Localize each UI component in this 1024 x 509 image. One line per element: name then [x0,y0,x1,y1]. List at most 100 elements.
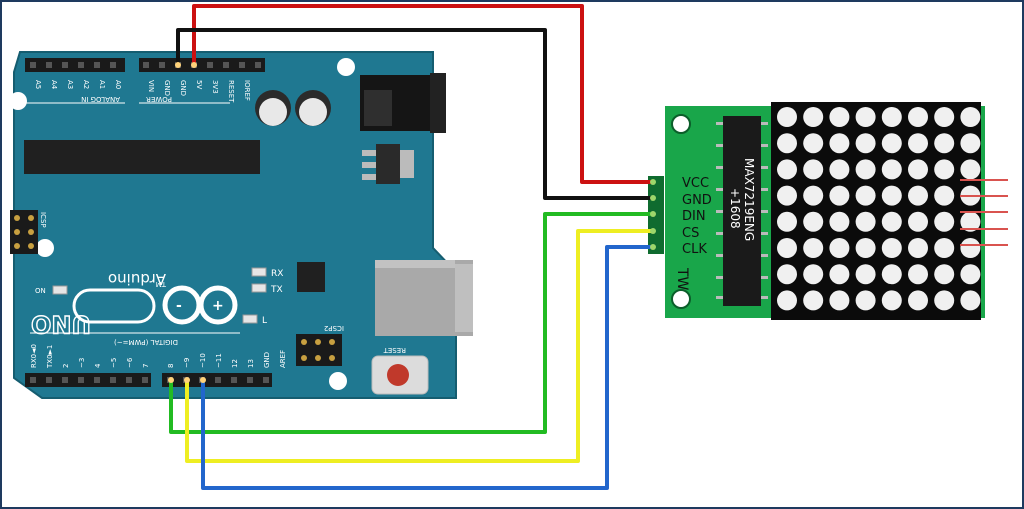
led-dot [803,107,824,127]
reset-button[interactable] [371,355,429,395]
pin-label-vin: VIN [147,80,155,92]
module-pin-cs: CS [682,226,699,241]
icsp-header [10,210,38,254]
wires [169,4,652,490]
capacitor [255,90,291,126]
analog-header-label: ANALOG IN [81,95,120,103]
led-dot [908,264,928,285]
led-dot [908,107,928,127]
led-dot [829,185,850,206]
pin-label-a4: A4 [50,80,58,90]
led-dot [829,133,850,154]
led-dot [908,290,928,311]
trademark-label: TM [156,280,167,288]
power-header [139,58,265,72]
tx-led [251,283,267,293]
wire-d9-cs [185,229,652,463]
on-led [52,285,68,295]
uno-text: UNO [31,310,91,338]
led-dot [803,211,824,232]
icsp-pin1-label: 1 [39,248,47,252]
led-dot [777,238,797,258]
mounting-hole [329,372,347,390]
led-dot [881,185,902,206]
led-dot [829,107,850,127]
led-dot [908,185,928,206]
rx-led [251,267,267,277]
led-dot [829,211,850,232]
led-dot [855,159,876,180]
led-dot [855,290,876,311]
max7219-led-matrix-module: MAX7219ENG +1608 TW VCC GND DIN CS CLK [648,102,1008,320]
pin-label-d12: 12 [231,359,239,368]
led-dot [908,211,928,232]
led-dot [881,107,902,127]
logo-plus: + [212,298,224,314]
usb-interface-chip [297,262,325,292]
led-dot [881,290,902,311]
pin-label-d5: ~5 [110,358,118,368]
reset-label: RESET [383,346,406,354]
module-pin-din: DIN [682,209,706,224]
led-dot [960,133,981,154]
pin-label-d9: ~9 [183,358,191,368]
led-dot [829,264,850,285]
logo-minus: - [176,298,182,314]
digital-header-low [25,373,151,387]
led-dot [881,264,902,285]
pin-label-d13: 13 [247,359,255,368]
power-header-label: POWER [146,95,172,103]
microcontroller-chip [24,140,260,174]
pin-label-d4: 4 [94,363,102,368]
led-dot [934,290,955,311]
dc-power-jack [360,73,446,133]
pin-label-5v: 5V [195,80,203,89]
led-dot [829,159,850,180]
led-dot [960,238,981,258]
wire-end-pins [168,62,656,383]
tx-label: TX [270,285,283,295]
pin-label-a1: A1 [98,80,106,89]
led-dot [934,159,955,180]
module-mounting-hole [671,114,691,134]
led-dot [908,159,928,180]
led-dot [908,133,928,154]
led-dot [777,133,797,154]
pin-label-a0: A0 [114,80,122,89]
led-dot [777,290,797,311]
header-pin-holes [30,62,261,68]
led-dot [934,238,955,258]
mounting-hole [9,92,27,110]
pin-label-d8: 8 [167,364,175,368]
max7219-chip [723,116,761,306]
pin-label-d10: ~10 [199,353,207,368]
led-dot [777,107,797,127]
arduino-uno-board: A5 A4 A3 A2 A1 A0 ANALOG IN VIN GND GND … [9,51,473,399]
l-led [242,314,258,324]
arduino-logo: - + [162,285,238,325]
icsp2-label: ICSP2 [324,324,344,332]
led-dot [777,185,797,206]
led-dot [829,290,850,311]
uno-badge: UNO [30,288,156,339]
led-dots [777,107,981,311]
on-label: ON [35,287,46,295]
led-dot [934,185,955,206]
pin-label-aref: AREF [279,350,287,368]
capacitor [295,90,331,126]
led-dot [960,159,981,180]
led-dot [881,133,902,154]
led-dot [960,211,981,232]
led-dot [934,211,955,232]
wire-5v-vcc [192,4,652,184]
module-pin-clk: CLK [682,242,707,257]
pin-label-gnd3: GND [263,352,271,368]
led-dot [881,238,902,258]
pin-label-ioref: IOREF [243,80,251,101]
pin-label-a2: A2 [82,80,90,89]
led-dot [803,264,824,285]
l-label: L [262,316,267,326]
led-dot [855,211,876,232]
